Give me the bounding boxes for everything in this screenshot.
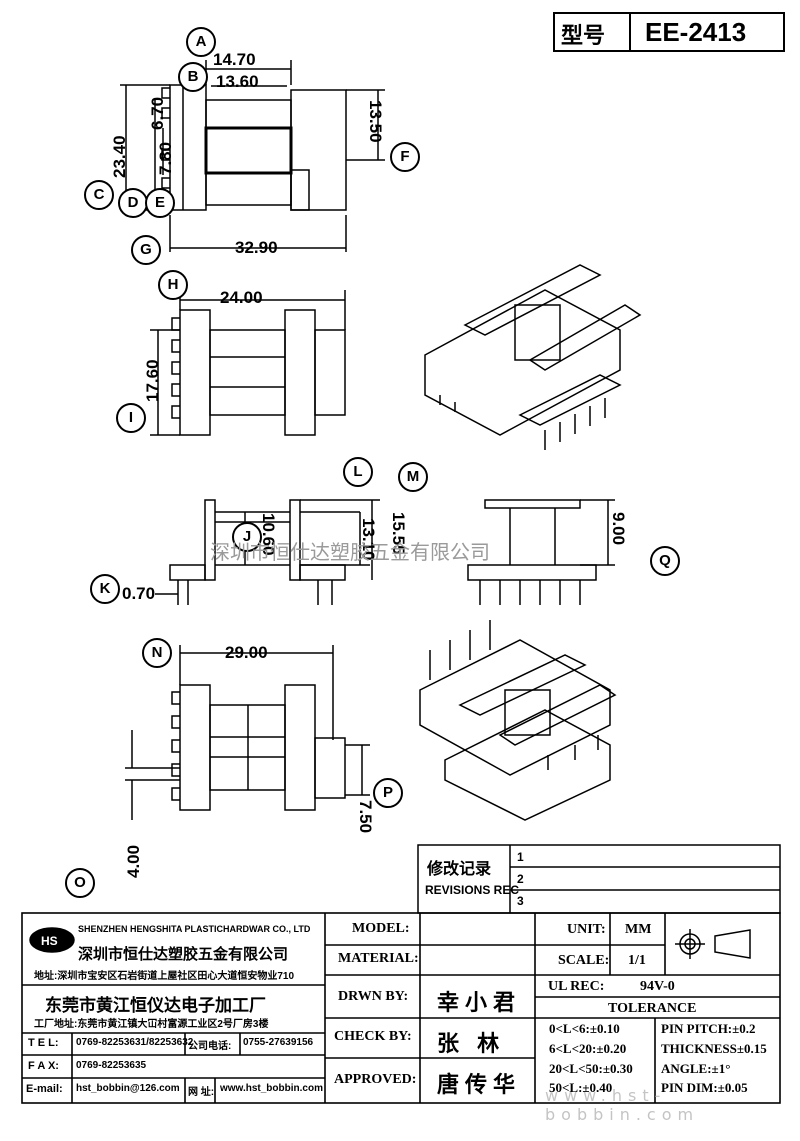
callout-j: J: [232, 522, 262, 552]
dim-17-60: 17.60: [143, 359, 162, 402]
factory-address: 工厂地址:东莞市黄江镇大冚村富源工业区2号厂房3楼: [34, 1019, 269, 1030]
pin-pitch: PIN PITCH:±0.2: [661, 1021, 756, 1036]
dim-7-80: 7.80: [156, 141, 175, 175]
dim-14-70: 14.70: [213, 50, 256, 69]
model-label: MODEL:: [352, 921, 410, 936]
callout-h: H: [158, 270, 188, 300]
model-header-box: 型号 EE-2413: [553, 12, 785, 52]
tel-label: T E L:: [28, 1037, 59, 1049]
tolerance-1: 0<L<6:±0.10: [549, 1021, 620, 1036]
thickness: THICKNESS±0.15: [661, 1041, 767, 1056]
watermark-company: 深圳市恒仕达塑胶五金有限公司: [210, 540, 490, 564]
iso-view-2: [419, 620, 617, 821]
dim-4-00: 4.00: [124, 844, 143, 878]
tolerance-4: 50<L:±0.40: [549, 1080, 613, 1095]
email-value: hst_bobbin@126.com: [76, 1083, 180, 1094]
tel-value: 0769-82253631/82253632: [76, 1037, 194, 1048]
check-label: CHECK BY:: [334, 1029, 412, 1044]
callout-m: M: [398, 462, 428, 492]
scale-value: 1/1: [628, 953, 646, 968]
fax-label: F A X:: [28, 1060, 59, 1072]
unit-value: MM: [625, 922, 652, 937]
tolerance-label: TOLERANCE: [608, 1001, 697, 1016]
ulrec-label: UL REC:: [548, 979, 605, 994]
callout-e: E: [145, 188, 175, 218]
callout-l: L: [343, 457, 373, 487]
svg-text:HS: HS: [41, 934, 58, 948]
callout-b: B: [178, 62, 208, 92]
dim-7-50: 7.50: [356, 800, 375, 834]
view-top: [150, 290, 346, 436]
view-bottom: [125, 645, 370, 820]
projection-symbol: [675, 929, 751, 959]
dim-32-90: 32.90: [235, 238, 278, 257]
pin-dim: PIN DIM:±0.05: [661, 1080, 748, 1095]
revisions-label-en: REVISIONS REC: [425, 883, 520, 897]
web-label: 网 址:: [188, 1087, 215, 1098]
dim-0-70: 0.70: [122, 584, 156, 603]
model-header-label: 型号: [561, 23, 606, 48]
email-label: E-mail:: [26, 1083, 63, 1095]
company-logo: HS: [29, 927, 75, 953]
callout-p: P: [373, 778, 403, 808]
dim-13-50: 13.50: [366, 100, 385, 143]
scale-label: SCALE:: [558, 953, 610, 968]
callout-o: O: [65, 868, 95, 898]
approved-label: APPROVED:: [334, 1072, 417, 1087]
ulrec-value: 94V-0: [640, 979, 675, 994]
callout-g: G: [131, 235, 161, 265]
factory-name: 东莞市黄江恒仪达电子加工厂: [45, 996, 266, 1015]
callout-d: D: [118, 188, 148, 218]
drwn-label: DRWN BY:: [338, 989, 409, 1004]
company-address: 地址:深圳市宝安区石岩街道上屋社区田心大道恒安物业710: [34, 971, 295, 982]
unit-label: UNIT:: [567, 922, 606, 937]
dim-24-00: 24.00: [220, 288, 263, 307]
callout-k: K: [90, 574, 120, 604]
callout-a: A: [186, 27, 216, 57]
company-name-en: SHENZHEN HENGSHITA PLASTICHARDWAR CO., L…: [78, 924, 311, 934]
approved-value: 唐传华: [437, 1072, 522, 1097]
web-value: www.hst_bobbin.com: [220, 1083, 323, 1094]
company-name-cn: 深圳市恒仕达塑胶五金有限公司: [78, 946, 289, 963]
revision-mark-2: 2: [517, 872, 524, 886]
revisions-label-cn: 修改记录: [427, 861, 492, 878]
title-block-lines: [21, 912, 781, 1104]
view-front: [155, 499, 380, 605]
callout-q: Q: [650, 546, 680, 576]
view-side-top: [120, 60, 385, 252]
revision-mark-3: 3: [517, 894, 524, 908]
dim-29-00: 29.00: [225, 643, 268, 662]
iso-view-1: [424, 264, 642, 450]
callout-i: I: [116, 403, 146, 433]
material-label: MATERIAL:: [338, 951, 419, 966]
watermark-website: www.hst-bobbin.com: [545, 1086, 700, 1124]
company-phone-label: 公司电话:: [188, 1041, 232, 1052]
company-phone-value: 0755-27639156: [243, 1037, 314, 1048]
dim-6-70: 6.70: [148, 96, 167, 130]
fax-value: 0769-82253635: [76, 1060, 147, 1071]
angle: ANGLE:±1°: [661, 1061, 731, 1076]
revision-mark-1: 1: [517, 850, 524, 864]
tolerance-2: 6<L<20:±0.20: [549, 1041, 627, 1056]
dim-9-00: 9.00: [609, 512, 628, 546]
callout-n: N: [142, 638, 172, 668]
callout-c: C: [84, 180, 114, 210]
tolerance-3: 20<L<50:±0.30: [549, 1061, 633, 1076]
check-value: 张 林: [437, 1031, 506, 1056]
drwn-value: 幸小君: [437, 990, 522, 1015]
dim-13-60: 13.60: [216, 72, 259, 91]
model-header-value: EE-2413: [645, 17, 747, 47]
view-side-front: [467, 499, 615, 605]
callout-f: F: [390, 142, 420, 172]
dim-23-40: 23.40: [110, 135, 129, 178]
